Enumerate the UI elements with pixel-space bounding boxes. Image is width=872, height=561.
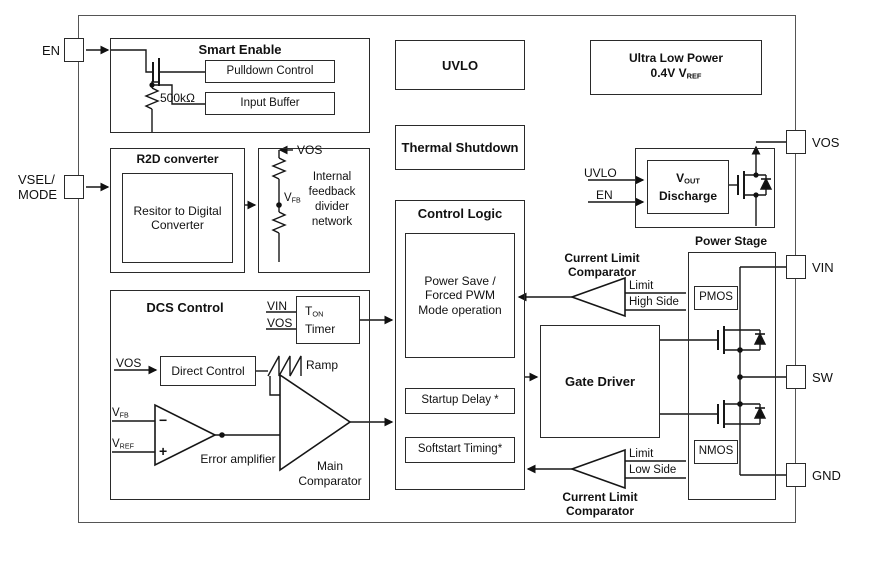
block-control-logic xyxy=(395,200,525,490)
pin-label-sw: SW xyxy=(812,370,833,385)
pin-vos xyxy=(786,130,806,154)
pin-label-vsel-mode: VSEL/ MODE xyxy=(18,172,57,202)
pin-label-mode: MODE xyxy=(18,187,57,202)
divider-vfb-label: VFB xyxy=(284,192,301,205)
r2d-inner-box: Resitor to Digital Converter xyxy=(122,173,233,263)
dcs-vfb-sub: FB xyxy=(119,411,129,420)
junction-dots xyxy=(149,82,759,438)
ramp-label: Ramp xyxy=(306,358,339,372)
block-uvlo: UVLO xyxy=(395,40,525,90)
power-save-box: Power Save / Forced PWM Mode operation xyxy=(405,233,515,358)
gate-driver-box: Gate Driver xyxy=(540,325,660,438)
discharge-uvlo-label: UVLO xyxy=(584,166,617,180)
ulp-vref-sub: REF xyxy=(686,71,702,81)
pulldown-resistor-icon xyxy=(144,87,160,132)
limit-top-wiring xyxy=(517,292,686,311)
block-dcs-control xyxy=(110,290,370,500)
block-r2d-converter xyxy=(110,148,245,273)
dcs-wiring xyxy=(112,311,394,453)
error-amplifier-triangle xyxy=(154,403,217,467)
limit-top-side-label: High Side xyxy=(629,296,679,308)
limit-bottom-title: Current Limit Comparator xyxy=(562,490,638,518)
block-vout-discharge xyxy=(635,148,775,228)
power-stage-title: Power Stage xyxy=(694,234,768,248)
vout-main: V xyxy=(676,170,685,185)
pin-vin xyxy=(786,255,806,279)
discharge-wiring xyxy=(588,175,738,207)
ton-sub: ON xyxy=(312,309,324,319)
main-comparator-label: Main Comparator xyxy=(298,459,362,488)
ulp-line2: 0.4V VREF xyxy=(651,66,702,84)
ramp-waveform-icon xyxy=(267,355,302,377)
ton-main: T xyxy=(305,303,313,318)
pin-gnd xyxy=(786,463,806,487)
error-amp-minus: − xyxy=(159,412,168,428)
block-feedback-divider xyxy=(258,148,370,273)
nmos-box: NMOS xyxy=(694,440,738,464)
current-limit-comparator-bottom-triangle xyxy=(569,448,626,490)
startup-delay-box: Startup Delay * xyxy=(405,388,515,414)
ton-label: TON xyxy=(305,304,324,322)
limit-bottom-side-label: Low Side xyxy=(629,464,677,476)
control-logic-title: Control Logic xyxy=(417,206,503,221)
ulp-line1: Ultra Low Power xyxy=(628,51,723,66)
softstart-timing-box: Softstart Timing* xyxy=(405,437,515,463)
block-power-stage xyxy=(688,252,776,500)
timer-label: Timer xyxy=(305,321,336,336)
smart-enable-title: Smart Enable xyxy=(198,42,282,57)
pin-label-en: EN xyxy=(41,43,60,58)
pin-en xyxy=(64,38,84,62)
vout-label: VOUT xyxy=(676,171,700,189)
dcs-vin-label: VIN xyxy=(267,299,288,313)
limit-bottom-limit-label: Limit xyxy=(629,448,654,460)
pin-label-vin: VIN xyxy=(812,260,834,275)
resistor-value-label: 500kΩ xyxy=(160,91,195,105)
nmos-mosfet-icon xyxy=(717,400,767,428)
current-limit-comparator-top-triangle xyxy=(569,276,626,318)
error-amplifier-label: Error amplifier xyxy=(200,452,276,466)
divider-vos-label: VOS xyxy=(297,143,323,157)
power-stage-wiring xyxy=(660,266,786,476)
smart-enable-wiring xyxy=(110,49,205,105)
dcs-vfb-main: V xyxy=(112,407,120,419)
vfb-main: V xyxy=(284,192,292,204)
pmos-box: PMOS xyxy=(694,286,738,310)
limit-top-title: Current Limit Comparator xyxy=(564,251,640,279)
dcs-vref-sub: REF xyxy=(119,442,134,451)
ton-timer-box: TON Timer xyxy=(296,296,360,344)
dcs-vref-main: V xyxy=(112,438,120,450)
discharge-label: Discharge xyxy=(658,188,718,203)
block-smart-enable xyxy=(110,38,370,133)
dcs-title: DCS Control xyxy=(146,300,224,315)
dcs-vfb-label: VFB xyxy=(112,407,129,420)
dcs-vos-direct-label: VOS xyxy=(116,356,142,370)
block-ultra-low-power: Ultra Low Power 0.4V VREF xyxy=(590,40,762,95)
pin-label-vos: VOS xyxy=(812,135,840,150)
pmos-mosfet-icon xyxy=(717,326,767,354)
error-amp-plus: + xyxy=(159,443,168,459)
pin-label-gnd: GND xyxy=(812,468,841,483)
pin-sw xyxy=(786,365,806,389)
vout-discharge-inner-box: VOUT Discharge xyxy=(647,160,729,214)
direct-control-box: Direct Control xyxy=(160,356,256,386)
discharge-en-label: EN xyxy=(596,188,613,202)
block-thermal-shutdown: Thermal Shutdown xyxy=(395,125,525,170)
vfb-sub: FB xyxy=(291,196,301,205)
vout-sub: OUT xyxy=(684,176,700,186)
limit-bottom-wiring xyxy=(526,460,686,479)
input-buffer-box: Input Buffer xyxy=(205,92,335,115)
r2d-title: R2D converter xyxy=(136,152,219,166)
dcs-vref-label: VREF xyxy=(112,438,134,451)
dcs-vos-timer-label: VOS xyxy=(267,316,293,330)
main-comparator-triangle xyxy=(279,373,352,472)
ulp-vref-main: 0.4V V xyxy=(650,65,687,80)
limit-top-limit-label: Limit xyxy=(629,280,654,292)
divider-desc: Internal feedback divider network xyxy=(308,171,356,228)
pulldown-control-box: Pulldown Control xyxy=(205,60,335,83)
pin-label-vsel: VSEL/ xyxy=(18,172,55,187)
pin-vsel-mode xyxy=(64,175,84,199)
